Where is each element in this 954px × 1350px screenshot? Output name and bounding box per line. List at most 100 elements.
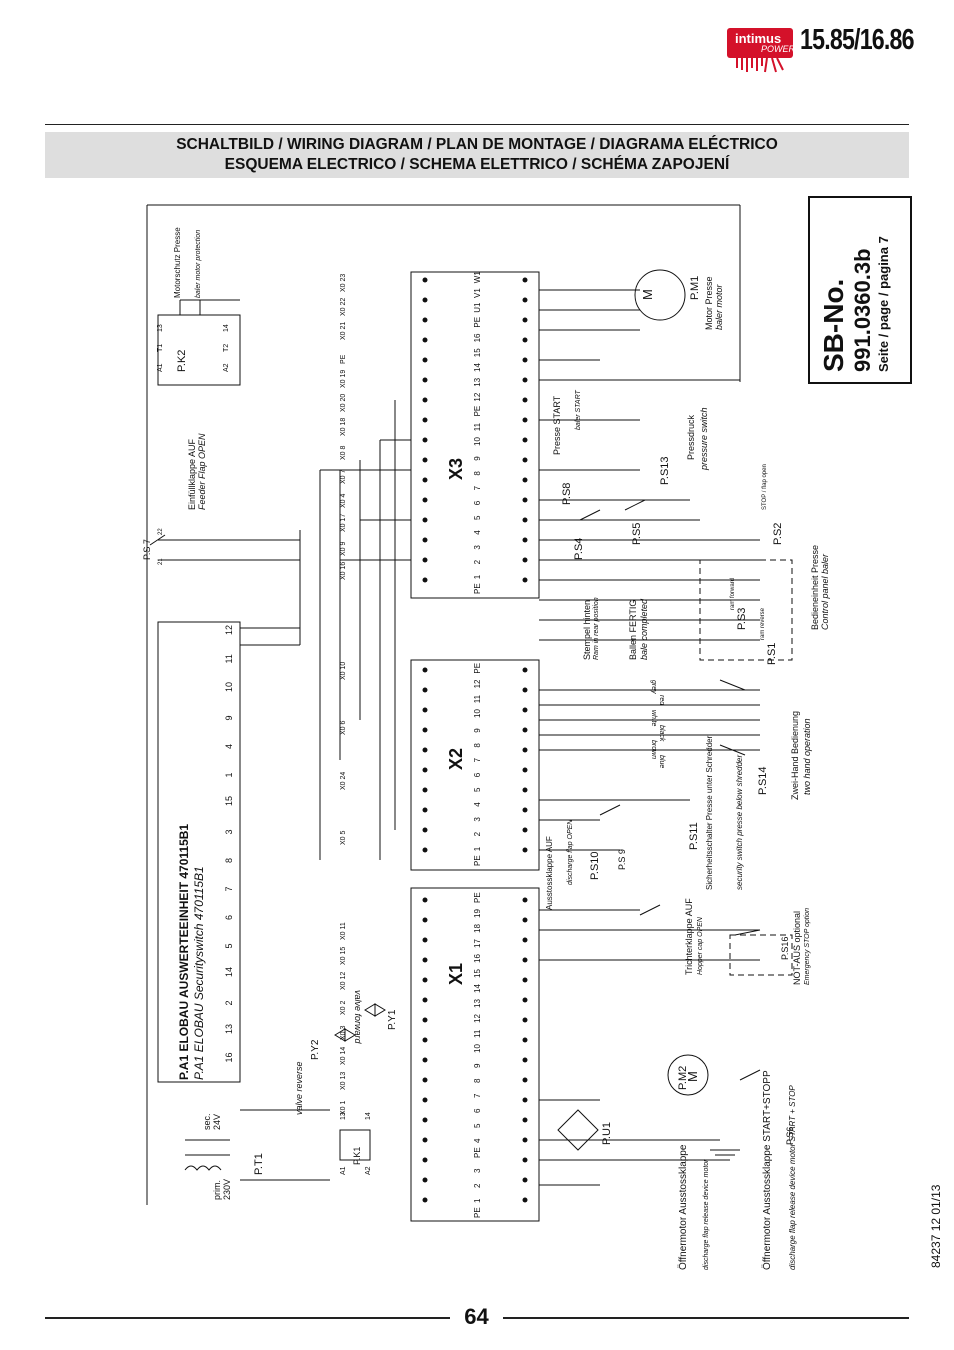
transformer-sec: sec. xyxy=(202,1113,212,1130)
terminal-x1-number: 3 xyxy=(473,1168,482,1173)
relay-k2-pin: 14 xyxy=(223,324,230,332)
terminal-x2-number: 8 xyxy=(473,743,482,748)
terminal-x1-ext-label: X0 13 xyxy=(340,1072,347,1090)
s6-note-label: Öffnermotor Ausstossklappe START+STOPP xyxy=(761,1070,773,1270)
wire-color-label: brown xyxy=(650,740,657,759)
s10-label: Ausstossklappe AUF xyxy=(545,836,554,910)
unit-a1-pin: 11 xyxy=(224,654,234,663)
unit-a1-pin: 9 xyxy=(224,715,234,720)
s13-label-en: pressure switch xyxy=(699,407,709,471)
unit-a1-pin: 5 xyxy=(224,943,234,948)
terminal-x3-ext-label: X0 4 xyxy=(340,493,347,508)
terminal-x3-number: 10 xyxy=(473,437,482,446)
feeder-pin: 22 xyxy=(158,528,164,535)
terminal-x1-ext-label: X0 15 xyxy=(340,947,347,965)
s16-label-en: Emergency STOP option xyxy=(804,908,811,985)
terminal-x1-number: 11 xyxy=(473,1029,482,1038)
bottom-rule-right xyxy=(503,1317,909,1319)
s8-ref: P.S8 xyxy=(561,483,573,505)
terminal-x2-number: 1 xyxy=(473,846,482,851)
wire-color-label: black xyxy=(658,725,665,742)
sb-number-text: SB-No. 991.0360.3b Seite / page / pagina… xyxy=(818,236,891,372)
s5-ref: P.S5 xyxy=(631,523,643,545)
top-rule xyxy=(45,124,909,125)
terminal-x2-ext-label: X0 24 xyxy=(340,772,347,790)
terminal-x2-ext-label: X0 5 xyxy=(340,830,347,845)
logo-subtext: POWER xyxy=(761,44,796,54)
s14-ref: P.S14 xyxy=(757,766,769,795)
unit-a1-pin: 6 xyxy=(224,915,234,920)
relay-k1-pin: A1 xyxy=(340,1166,347,1175)
terminal-x3-number: 6 xyxy=(473,500,482,505)
unit-a1-pin: 2 xyxy=(224,1000,234,1005)
m2-note-label: Öffnermotor Ausstossklappe xyxy=(677,1144,689,1270)
terminal-x2-number: 7 xyxy=(473,757,482,762)
s10-label-en: discharge flap OPEN xyxy=(567,819,574,885)
terminal-x1-number: 8 xyxy=(473,1078,482,1083)
panel-label-en: Control panel baler xyxy=(820,553,830,630)
relay-k1-pin: A2 xyxy=(365,1166,372,1175)
k2-label-en: baler motor protection xyxy=(195,230,202,298)
valve-reverse: valve reverse xyxy=(294,1061,304,1115)
terminal-x3-ext-label: X0 20 xyxy=(340,394,347,412)
motor-m1-ref: P.M1 xyxy=(689,276,701,300)
terminal-x1-number: 7 xyxy=(473,1093,482,1098)
terminal-x1-ext-label: X0 11 xyxy=(340,922,347,940)
terminal-x3-number: 16 xyxy=(473,333,482,342)
s13-ref: P.S13 xyxy=(659,456,671,485)
logo-rays xyxy=(736,58,784,73)
relay-k2-pin: T2 xyxy=(223,344,230,352)
relay-k2-pin: A1 xyxy=(157,363,164,372)
terminal-x3-number: 1 xyxy=(473,574,482,579)
terminal-x1-number: PE xyxy=(473,1147,482,1158)
motor-m1-symbol: M xyxy=(640,289,655,300)
s16-label: NOT-AUS optional xyxy=(792,911,802,985)
terminal-x1-number: 9 xyxy=(473,1063,482,1068)
motor-m1-label-en: baler motor xyxy=(714,283,724,330)
terminal-x1-ext-label: X0 2 xyxy=(340,1000,347,1015)
s3-ref: P.S3 xyxy=(736,608,748,630)
s4-label: Stempel hinten xyxy=(582,600,592,660)
terminal-x3-ext-label: X0 7 xyxy=(340,469,347,484)
s11-label-en: security switch presse below shredder xyxy=(735,754,744,890)
terminal-x1-number: 4 xyxy=(473,1138,482,1143)
s6-ref: P.S6 xyxy=(785,1127,795,1145)
s1-ref: P.S1 xyxy=(766,643,778,665)
feeder-label: Einfüllklappe AUF xyxy=(187,438,197,510)
k2-label: Motorschutz Presse xyxy=(173,227,182,298)
unit-a1-pin: 13 xyxy=(224,1024,234,1034)
unit-a1-pin: 10 xyxy=(224,682,234,692)
document-code: 84237 12 01/13 xyxy=(929,1184,943,1268)
valve-forward: valve forward xyxy=(353,990,363,1045)
unit-a1-pin: 1 xyxy=(224,772,234,777)
terminal-x3-ext-label: X0 21 xyxy=(340,322,347,340)
brand-logo: intimus POWER xyxy=(727,28,796,74)
terminal-x3-number: V1 xyxy=(473,288,482,298)
s8-label: Presse START xyxy=(552,395,562,455)
terminal-x1-number: 12 xyxy=(473,1014,482,1023)
terminal-x2-number: 2 xyxy=(473,831,482,836)
terminal-x3-ext-label: X0 17 xyxy=(340,514,347,532)
terminal-x3-number: 12 xyxy=(473,392,482,401)
logo-text: intimus xyxy=(735,31,782,46)
terminal-x3-number: 7 xyxy=(473,485,482,490)
terminal-x3-number: 5 xyxy=(473,515,482,520)
terminal-x2-number: 6 xyxy=(473,772,482,777)
panel-label: Bedieneinheit Presse xyxy=(810,545,820,630)
rectifier-ref: P.U1 xyxy=(601,1122,613,1145)
terminal-x2-number: PE xyxy=(473,855,482,866)
s9-ref: P.S 9 xyxy=(617,849,627,870)
valve-y2: P.Y2 xyxy=(310,1039,321,1060)
bottom-rule-left xyxy=(45,1317,450,1319)
terminal-x2-number: 9 xyxy=(473,728,482,733)
unit-a1-pin: 7 xyxy=(224,886,234,891)
k2-ref: P.K2 xyxy=(176,350,188,372)
terminal-x2-number: 11 xyxy=(473,694,482,703)
terminal-x1-number: PE xyxy=(473,892,482,903)
relay-k1-pin: 14 xyxy=(365,1112,372,1120)
wire-color-label: grey xyxy=(650,680,657,694)
terminal-x3-number: PE xyxy=(473,317,482,328)
terminal-x3-number: 2 xyxy=(473,559,482,564)
terminal-x3-number: 11 xyxy=(473,422,482,431)
terminal-x1-number: 2 xyxy=(473,1183,482,1188)
